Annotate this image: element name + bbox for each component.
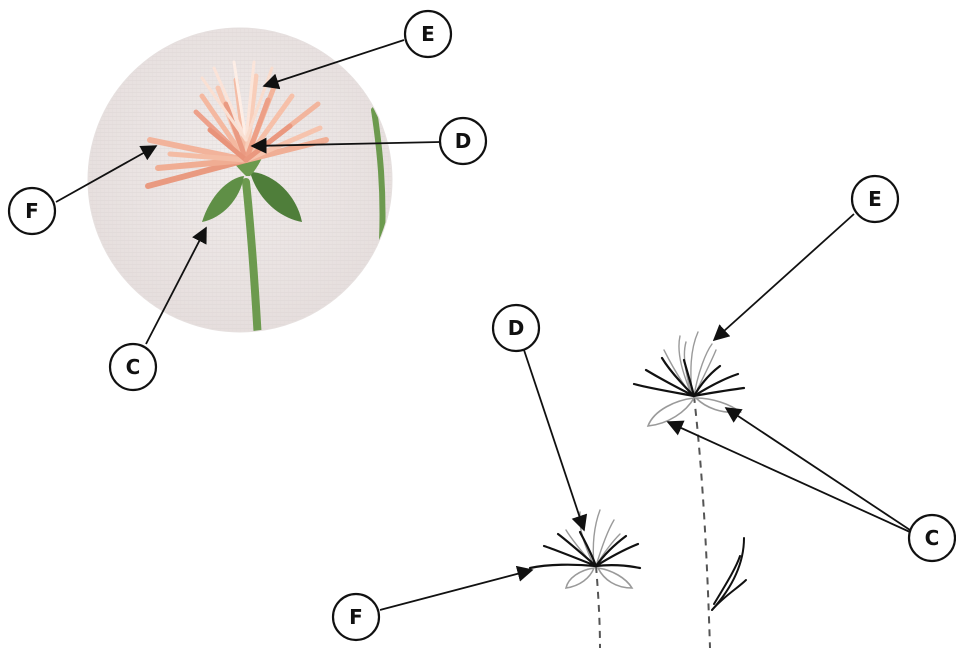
svg-text:F: F	[25, 199, 39, 223]
diagram-callout-c: C	[909, 515, 955, 561]
left-stem-dashed	[596, 566, 600, 648]
svg-text:C: C	[126, 355, 141, 379]
diagram-callout-f: F	[333, 594, 379, 640]
svg-text:E: E	[868, 187, 882, 211]
svg-text:F: F	[349, 605, 363, 629]
diagram-callout-d: D	[493, 305, 539, 351]
svg-text:D: D	[455, 129, 472, 153]
diagram-flower-left	[530, 510, 640, 648]
diagram-callout-e: E	[852, 176, 898, 222]
right-stem-dashed	[694, 396, 710, 648]
photo-callout-e: E	[405, 11, 451, 57]
diagram-flower-right	[634, 332, 744, 648]
photo-callout-c: C	[110, 344, 156, 390]
svg-text:D: D	[508, 316, 525, 340]
embroidery-photo	[80, 20, 400, 340]
photo-callout-d: D	[440, 118, 486, 164]
diagram-side-leaf	[712, 538, 746, 610]
diagram-arrow-c1	[726, 408, 910, 530]
svg-text:E: E	[421, 22, 435, 46]
diagram-arrow-f	[380, 570, 532, 610]
diagram-arrow-d	[524, 350, 584, 530]
diagram-arrow-e	[714, 214, 854, 340]
svg-text:C: C	[925, 526, 940, 550]
photo-callout-f: F	[9, 188, 55, 234]
